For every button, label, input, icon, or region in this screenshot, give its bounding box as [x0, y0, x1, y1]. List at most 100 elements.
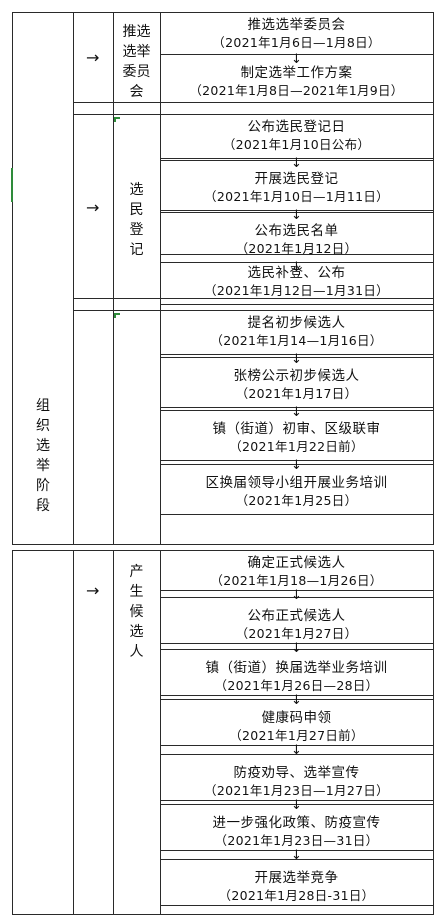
right-arrow-icon: →: [86, 581, 100, 600]
step-box-bottom: [160, 210, 433, 211]
column-divider: [160, 12, 161, 545]
frame-left: [12, 550, 13, 915]
category-label-line: 推选: [122, 24, 151, 40]
column-divider: [73, 12, 74, 545]
step-title: 张榜公示初步候选人: [233, 368, 360, 384]
stage-label-char: 织: [36, 418, 50, 434]
step-title: 选民补登、公布: [247, 265, 346, 281]
connector-band: [160, 160, 433, 161]
section-separator: [73, 298, 433, 299]
connector-band: [160, 699, 433, 700]
step-title: 确定正式候选人: [247, 555, 346, 571]
step-box-bottom: [160, 304, 433, 305]
green-marker: [114, 313, 116, 318]
category-label-line: 民: [129, 202, 144, 218]
step-date: （2021年1月28日-31日）: [218, 888, 375, 903]
step-box-bottom: [160, 745, 433, 746]
step-box-bottom: [160, 695, 433, 696]
right-arrow-icon: →: [86, 198, 100, 217]
step-title: 镇（街道）初审、区级联审: [212, 421, 381, 437]
step-title: 镇（街道）换届选举业务培训: [205, 660, 388, 676]
step-date: （2021年1月14—1月16日）: [210, 333, 383, 348]
category-label-line: 选: [129, 624, 144, 640]
down-arrow-icon: ↓: [291, 352, 302, 367]
category-label-line: 生: [129, 584, 144, 600]
stage-label-char: 选: [36, 438, 50, 454]
green-marker: [114, 117, 120, 119]
step-box-bottom: [160, 850, 433, 851]
step-box-bottom: [160, 643, 433, 644]
frame-mid-top: [12, 550, 433, 551]
stage-label-char: 组: [36, 398, 50, 414]
step-title: 公布正式候选人: [247, 608, 346, 624]
step-title: 提名初步候选人: [247, 315, 346, 331]
step-title: 公布选民名单: [254, 223, 339, 239]
connector-band: [160, 597, 433, 598]
step-title: 防疫劝导、选举宣传: [233, 765, 360, 781]
step-date: （2021年1月6日—1月8日）: [212, 35, 381, 50]
frame-right: [433, 12, 434, 545]
column-divider: [113, 12, 114, 545]
column-divider: [160, 550, 161, 915]
down-arrow-icon: ↓: [291, 798, 302, 813]
frame-bottom: [12, 914, 433, 915]
step-date: （2021年1月12日）: [235, 241, 358, 256]
down-arrow-icon: ↓: [291, 588, 302, 603]
step-box-bottom: [160, 158, 433, 159]
green-marker: [11, 168, 13, 202]
down-arrow-icon: ↓: [291, 208, 302, 223]
stage-label-char: 举: [36, 458, 50, 474]
step-date: （2021年1月27日前）: [229, 728, 364, 743]
step-box-bottom: [160, 905, 433, 906]
connector-band: [160, 54, 433, 55]
step-date: （2021年1月27日）: [235, 626, 358, 641]
step-title: 开展选举竞争: [254, 870, 339, 886]
section-separator: [113, 114, 433, 115]
step-date: （2021年1月23日—31日）: [214, 833, 379, 848]
connector-band: [160, 410, 433, 411]
category-label-line: 产: [129, 564, 144, 580]
frame-top: [12, 12, 433, 13]
down-arrow-icon: ↓: [291, 641, 302, 656]
step-date: （2021年1月10日—1月11日）: [204, 189, 389, 204]
step-date: （2021年1月23日—1月27日）: [204, 783, 389, 798]
down-arrow-icon: ↓: [291, 458, 302, 473]
connector-band: [160, 649, 433, 650]
step-title: 区换届领导小组开展业务培训: [205, 475, 388, 491]
connector-band: [160, 254, 433, 255]
section-separator: [73, 310, 433, 311]
green-marker: [114, 313, 120, 315]
green-marker: [114, 117, 116, 122]
step-box-bottom: [160, 102, 433, 103]
category-label-line: 记: [129, 242, 144, 258]
step-date: （2021年1月26日—28日）: [214, 678, 379, 693]
step-date: （2021年1月22日前）: [229, 439, 364, 454]
down-arrow-icon: ↓: [291, 848, 302, 863]
right-arrow-icon: →: [86, 48, 100, 67]
down-arrow-icon: ↓: [291, 156, 302, 171]
step-title: 进一步强化政策、防疫宣传: [212, 815, 381, 831]
down-arrow-icon: ↓: [291, 743, 302, 758]
step-box-bottom: [160, 590, 433, 591]
down-arrow-icon: ↓: [291, 693, 302, 708]
frame-right: [433, 550, 434, 915]
connector-band: [160, 212, 433, 213]
step-box-bottom: [160, 460, 433, 461]
step-box-bottom: [160, 407, 433, 408]
column-divider: [73, 550, 74, 915]
step-title: 公布选民登记日: [247, 119, 346, 135]
down-arrow-icon: ↓: [291, 52, 302, 67]
step-date: （2021年1月10日公布）: [222, 137, 371, 152]
category-label-line: 人: [129, 644, 144, 660]
step-box-bottom: [160, 800, 433, 801]
down-arrow-icon: ↓: [291, 405, 302, 420]
stage-label-char: 阶: [36, 478, 50, 494]
step-box-bottom: [160, 354, 433, 355]
step-date: （2021年1月17日）: [235, 386, 358, 401]
step-box-bottom: [160, 262, 433, 263]
step-title: 开展选民登记: [254, 171, 339, 187]
frame-left: [12, 12, 13, 545]
stage-label-char: 段: [36, 498, 50, 514]
down-arrow-icon: ↓: [291, 260, 302, 275]
step-date: （2021年1月25日）: [235, 493, 358, 508]
